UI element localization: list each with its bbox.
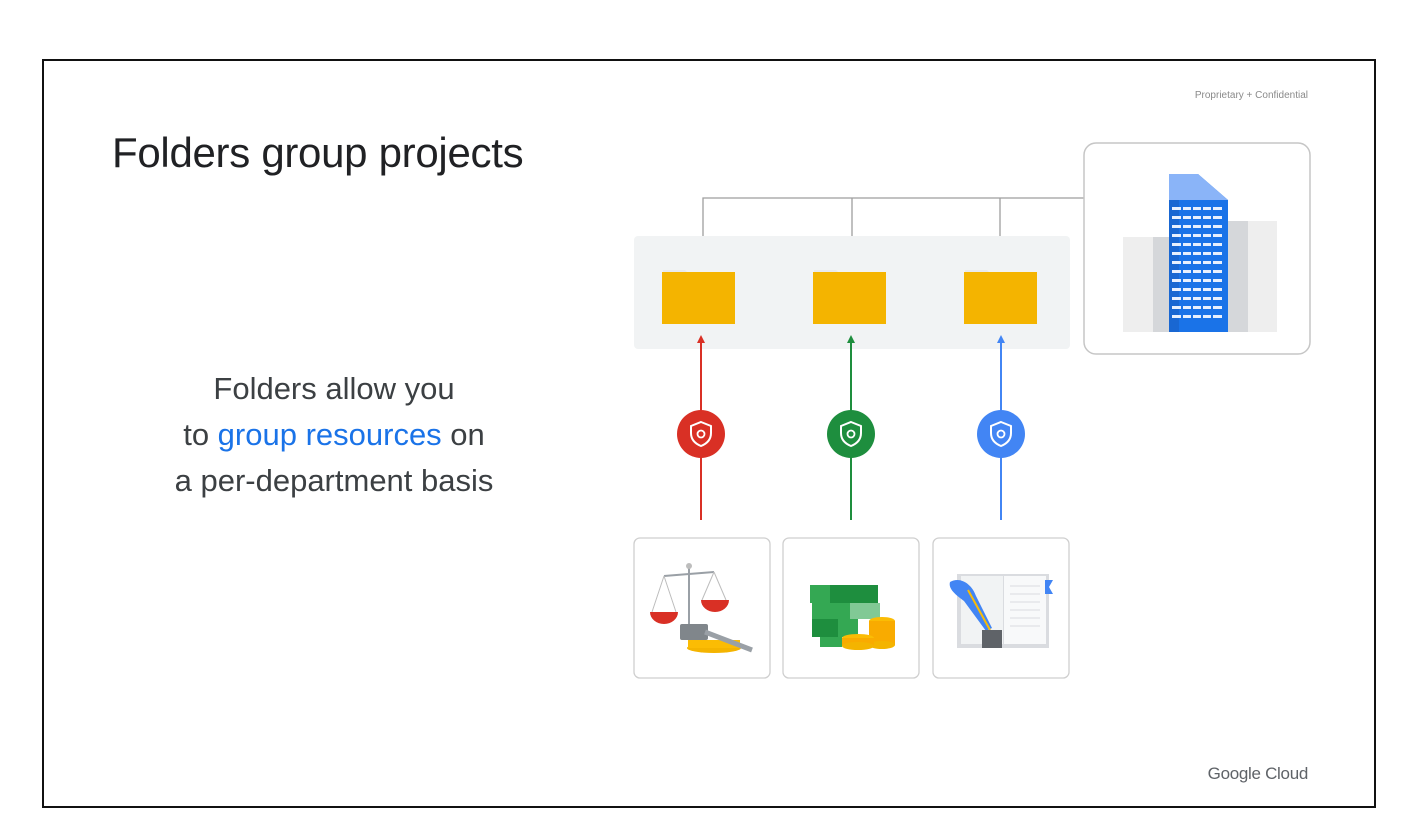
organization-node: [1083, 142, 1311, 355]
money-stack-icon: [810, 585, 895, 650]
body-line-1: Folders allow you: [213, 371, 455, 406]
confidential-label: Proprietary + Confidential: [1194, 90, 1308, 101]
body-line-2-suffix: on: [441, 417, 485, 452]
highlight-text: group resources: [217, 417, 442, 452]
folder-icon: [813, 270, 886, 324]
body-line-2-prefix: to: [183, 417, 218, 452]
project-finance: [782, 537, 920, 679]
project-legal: [633, 537, 771, 679]
google-cloud-logo: Google Cloud: [1207, 764, 1309, 783]
shield-icon: [977, 410, 1025, 458]
folder-icon: [662, 270, 735, 324]
body-line-2: to group resources on: [134, 412, 534, 458]
shield-icon: [827, 410, 875, 458]
folder-icon: [964, 270, 1037, 324]
body-text: Folders allow you to group resources on …: [134, 366, 534, 504]
scales-gavel-icon: [650, 563, 753, 653]
building-icon: [1123, 174, 1277, 332]
project-documentation: [932, 537, 1070, 679]
book-quill-icon: [949, 574, 1053, 648]
body-line-3: a per-department basis: [174, 463, 494, 498]
shield-icon: [677, 410, 725, 458]
page-title: Folders group projects: [112, 129, 524, 176]
